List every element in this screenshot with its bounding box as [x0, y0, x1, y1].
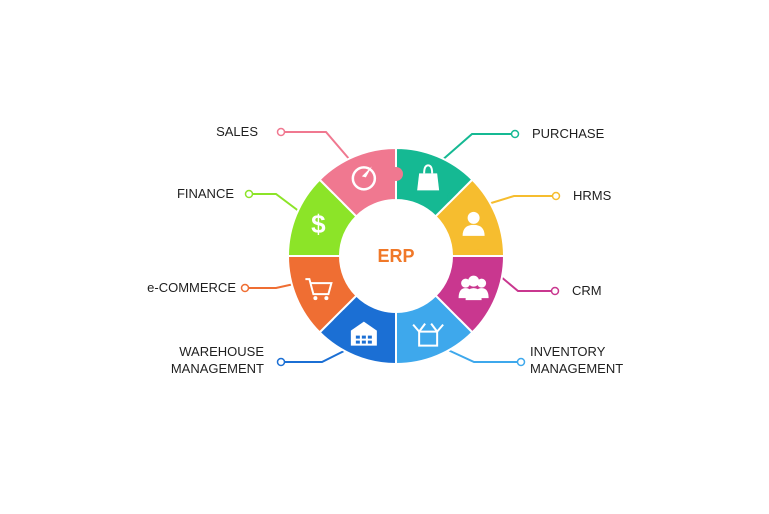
label-line: FINANCE: [177, 186, 234, 201]
person-icon: [462, 211, 485, 236]
label-warehouse: WAREHOUSE MANAGEMENT: [171, 344, 264, 376]
connector-dot-inventory: [516, 357, 526, 367]
connector-dot-purchase: [510, 129, 520, 139]
connector-sales: [284, 131, 351, 161]
connector-inventory: [447, 349, 518, 363]
label-crm: CRM: [572, 283, 602, 298]
people-group-icon: [458, 275, 489, 301]
shopping-bag-icon: [417, 164, 440, 191]
label-sales: SALES: [216, 124, 258, 139]
connector-finance: [252, 193, 301, 213]
connector-dot-crm: [550, 286, 560, 296]
label-line: MANAGEMENT: [530, 361, 623, 376]
dollar-icon: $: [311, 209, 326, 239]
connector-dot-warehouse: [276, 357, 286, 367]
connector-warehouse: [284, 349, 347, 363]
warehouse-icon: [350, 321, 377, 346]
connector-hrms: [487, 195, 553, 205]
shopping-cart-icon: [305, 278, 333, 301]
label-line: HRMS: [573, 188, 612, 203]
label-line: INVENTORY: [530, 344, 606, 359]
label-inventory: INVENTORY MANAGEMENT: [530, 344, 623, 376]
open-box-icon: [412, 323, 444, 347]
label-ecommerce: e-COMMERCE: [147, 280, 236, 295]
svg-text:$: $: [311, 209, 326, 239]
label-line: WAREHOUSE: [179, 344, 264, 359]
label-line: MANAGEMENT: [171, 361, 264, 376]
connector-dot-finance: [244, 189, 254, 199]
label-line: e-COMMERCE: [147, 280, 236, 295]
connector-crm: [499, 275, 552, 292]
label-line: CRM: [572, 283, 602, 298]
segment-sales: [318, 146, 397, 218]
connector-ecommerce: [248, 283, 295, 289]
connector-purchase: [439, 133, 512, 163]
label-hrms: HRMS: [573, 188, 612, 203]
erp-center-label: ERP: [377, 246, 414, 266]
connector-dot-sales: [276, 127, 286, 137]
label-finance: FINANCE: [177, 186, 234, 201]
label-line: SALES: [216, 124, 258, 139]
module-ring: $: [286, 146, 506, 366]
connector-dot-hrms: [551, 191, 561, 201]
connector-dot-ecommerce: [240, 283, 250, 293]
connector-layer: [240, 127, 561, 367]
sales-chart-icon: [351, 166, 377, 191]
puzzle-tab-sales: [389, 167, 403, 181]
label-line: PURCHASE: [532, 126, 605, 141]
label-purchase: PURCHASE: [532, 126, 605, 141]
